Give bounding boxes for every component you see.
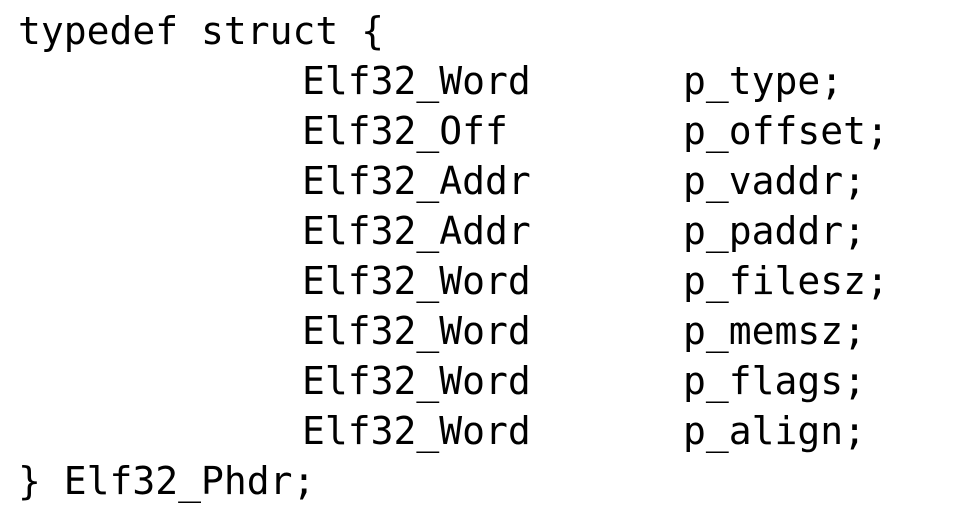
field-name: p_flags; [683, 359, 867, 403]
field-name: p_align; [683, 409, 867, 453]
field-type: Elf32_Word [302, 409, 531, 453]
field-name: p_memsz; [683, 309, 867, 353]
field-type: Elf32_Addr [302, 209, 531, 253]
field-type: Elf32_Word [302, 359, 531, 403]
field-name: p_filesz; [683, 259, 889, 303]
struct-open-line: typedef struct { [18, 9, 385, 53]
field-type: Elf32_Off [302, 109, 508, 153]
field-name: p_type; [683, 59, 844, 103]
field-name: p_offset; [683, 109, 889, 153]
field-name: p_paddr; [683, 209, 867, 253]
field-type: Elf32_Word [302, 59, 531, 103]
struct-close-line: } Elf32_Phdr; [18, 459, 316, 503]
field-type: Elf32_Addr [302, 159, 531, 203]
field-type: Elf32_Word [302, 309, 531, 353]
field-name: p_vaddr; [683, 159, 867, 203]
field-type: Elf32_Word [302, 259, 531, 303]
